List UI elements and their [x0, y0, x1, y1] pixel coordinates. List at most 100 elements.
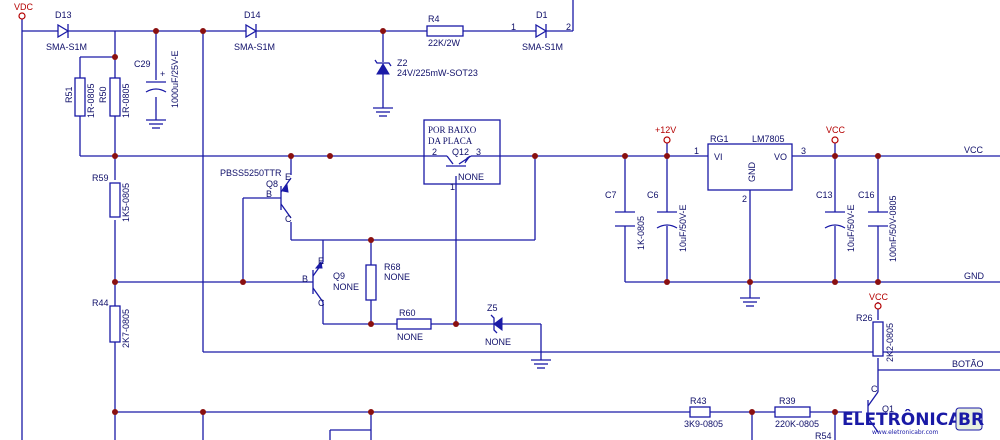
svg-text:B: B	[302, 274, 308, 284]
svg-text:D1: D1	[536, 10, 548, 20]
capacitor-c7: C7 1K-0805	[605, 190, 646, 250]
diode-d1: D1 1 2 SMA-S1M	[511, 10, 571, 52]
svg-text:B: B	[266, 189, 272, 199]
svg-text:R26: R26	[856, 313, 873, 323]
svg-text:2K2-0805: 2K2-0805	[885, 323, 895, 362]
svg-text:D13: D13	[55, 10, 72, 20]
svg-text:VO: VO	[774, 152, 787, 162]
svg-text:1000uF/25V-E: 1000uF/25V-E	[170, 50, 180, 108]
svg-text:R43: R43	[690, 396, 707, 406]
svg-text:GND: GND	[964, 271, 985, 281]
svg-text:C16: C16	[858, 190, 875, 200]
svg-text:+12V: +12V	[655, 125, 676, 135]
svg-text:BOTÃO: BOTÃO	[952, 359, 984, 369]
zener-z2: Z2 24V/225mW-SOT23	[374, 58, 478, 78]
svg-text:Z2: Z2	[397, 58, 408, 68]
svg-text:NONE: NONE	[333, 282, 359, 292]
svg-text:10uF/50V-E: 10uF/50V-E	[846, 204, 856, 252]
svg-text:3: 3	[476, 147, 481, 157]
svg-text:R68: R68	[384, 262, 401, 272]
ground-rg1	[740, 297, 760, 307]
capacitor-c29: + C29 1000uF/25V-E	[134, 50, 180, 108]
svg-text:VI: VI	[714, 152, 723, 162]
resistor-r51: R51 1R-0805	[64, 70, 96, 120]
svg-text:R4: R4	[428, 14, 440, 24]
svg-text:C13: C13	[816, 190, 833, 200]
svg-text:1K-0805: 1K-0805	[636, 216, 646, 250]
svg-text:24V/225mW-SOT23: 24V/225mW-SOT23	[397, 68, 478, 78]
zener-z5: Z5 NONE	[485, 303, 511, 347]
resistor-r39: R39 220K-0805	[774, 396, 819, 429]
resistor-r68: R68 NONE	[365, 262, 410, 301]
svg-text:1: 1	[511, 22, 516, 32]
svg-text:3K9-0805: 3K9-0805	[684, 419, 723, 429]
svg-text:RG1: RG1	[710, 134, 729, 144]
vdc-flag: VDC	[14, 2, 34, 20]
capacitor-c16: C16 100nF/50V-0805	[858, 190, 898, 262]
svg-text:R59: R59	[92, 173, 109, 183]
resistor-r50: R50 1R-0805	[98, 70, 131, 120]
svg-text:C: C	[871, 384, 878, 394]
svg-text:C: C	[285, 214, 292, 224]
svg-text:E: E	[285, 172, 291, 182]
junctions	[112, 28, 881, 415]
svg-text:22K/2W: 22K/2W	[428, 38, 461, 48]
svg-text:220K-0805: 220K-0805	[775, 419, 819, 429]
svg-text:GND: GND	[747, 162, 757, 183]
svg-text:Q8: Q8	[266, 179, 278, 189]
svg-text:3: 3	[801, 146, 806, 156]
svg-text:DA PLACA: DA PLACA	[428, 136, 473, 146]
resistor-r60: R60 NONE	[396, 308, 432, 342]
svg-text:NONE: NONE	[397, 332, 423, 342]
capacitor-c6: C6 10uF/50V-E	[647, 190, 688, 252]
p12v-flag: +12V	[655, 125, 676, 144]
net-labels: VCC GND BOTÃO	[952, 145, 985, 369]
svg-text:VCC: VCC	[964, 145, 984, 155]
vcc-flag-r26: VCC	[869, 292, 889, 310]
vcc-flag-top: VCC	[826, 125, 846, 144]
svg-text:2: 2	[566, 22, 571, 32]
transistor-q8: PBSS5250TTR Q8 B E C	[220, 168, 292, 224]
svg-text:LM7805: LM7805	[752, 134, 785, 144]
diode-d13: D13 SMA-S1M	[46, 10, 87, 52]
svg-text:2: 2	[742, 194, 747, 204]
svg-text:2: 2	[432, 147, 437, 157]
ground-z5	[531, 359, 551, 369]
resistor-r54: R54	[815, 431, 832, 440]
svg-text:R39: R39	[779, 396, 796, 406]
svg-text:ELETRÔNICA: ELETRÔNICA	[842, 408, 962, 430]
svg-text:POR BAIXO: POR BAIXO	[428, 125, 477, 135]
svg-text:Q12: Q12	[452, 147, 469, 157]
svg-text:NONE: NONE	[485, 337, 511, 347]
diode-d14: D14 SMA-S1M	[234, 10, 275, 52]
svg-text:NONE: NONE	[458, 172, 484, 182]
svg-text:D14: D14	[244, 10, 261, 20]
svg-text:1: 1	[694, 146, 699, 156]
svg-text:VDC: VDC	[14, 2, 34, 12]
svg-text:Q9: Q9	[333, 271, 345, 281]
ground-c29	[146, 119, 166, 129]
svg-text:www.eletronicabr.com: www.eletronicabr.com	[872, 429, 939, 436]
svg-text:+: +	[160, 69, 165, 79]
svg-text:C29: C29	[134, 59, 151, 69]
svg-text:R60: R60	[399, 308, 416, 318]
svg-text:Q1: Q1	[882, 404, 894, 414]
svg-text:R44: R44	[92, 298, 109, 308]
eletronicabr-logo: ELETRÔNICA BR www.eletronicabr.com	[842, 407, 984, 436]
svg-text:R50: R50	[98, 86, 108, 103]
svg-text:R51: R51	[64, 86, 74, 103]
transistor-q9: B E C Q9 NONE	[302, 256, 359, 308]
resistor-r44: R44 2K7-0805	[92, 298, 131, 348]
svg-text:NONE: NONE	[384, 272, 410, 282]
svg-text:VCC: VCC	[826, 125, 846, 135]
svg-text:VCC: VCC	[869, 292, 889, 302]
transistor-q12: POR BAIXO DA PLACA 2 Q12 3 NONE 1	[423, 119, 501, 192]
svg-text:C: C	[318, 298, 325, 308]
svg-text:R54: R54	[815, 431, 832, 440]
resistor-r43: R43 3K9-0805	[684, 396, 723, 429]
svg-text:100nF/50V-0805: 100nF/50V-0805	[888, 195, 898, 262]
transistor-q1: C Q1	[867, 384, 894, 433]
svg-text:E: E	[318, 256, 324, 266]
resistor-r4: R4 22K/2W	[405, 14, 464, 48]
